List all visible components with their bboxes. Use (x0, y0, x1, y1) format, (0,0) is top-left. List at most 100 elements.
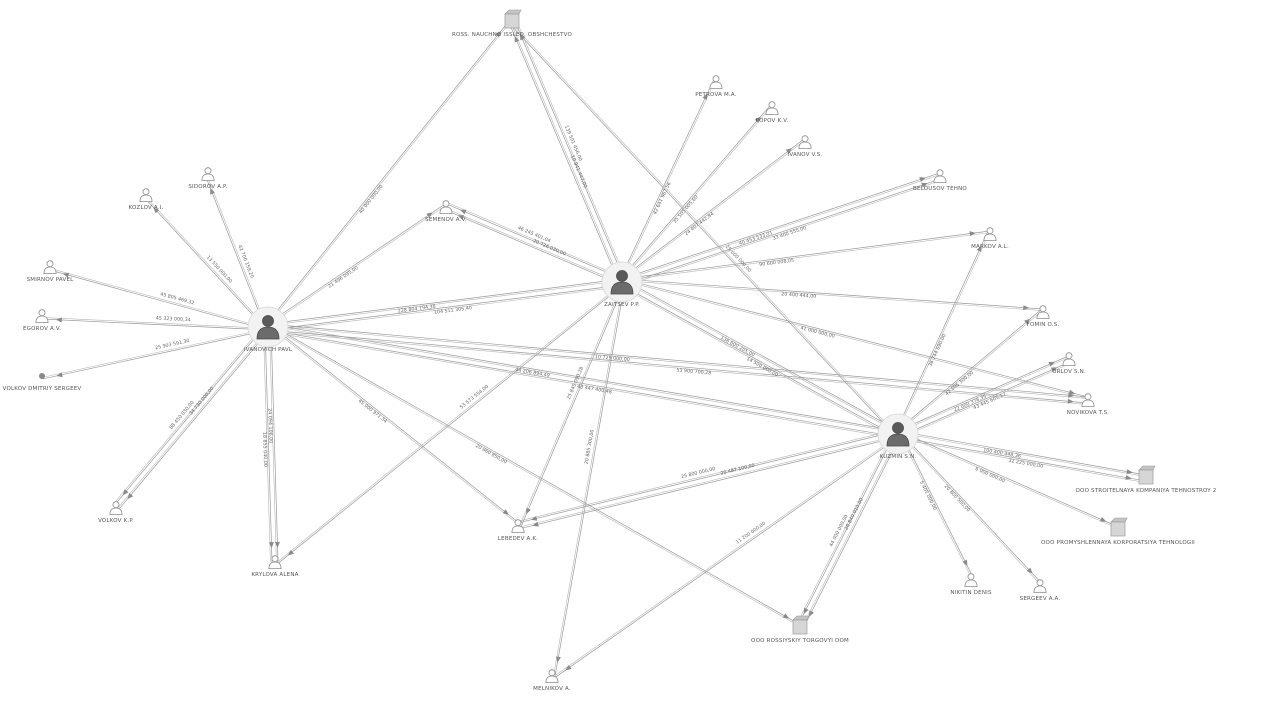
node-label: SIDOROV A.P. (188, 184, 227, 190)
edge-line (49, 269, 268, 331)
edge-line (267, 331, 898, 439)
hub-node[interactable]: IVANOVICH PAVL (244, 306, 293, 353)
node[interactable]: MARKOV A.L. (971, 227, 1009, 250)
node[interactable]: VOLKOV DMITRIY SERGEEV (3, 373, 82, 392)
node[interactable]: BELOUSOV TEHNO (913, 169, 967, 192)
node[interactable]: PETROVA M.A. (695, 75, 737, 98)
node[interactable]: FOMIN O.S. (1027, 305, 1060, 328)
edge-line (620, 81, 716, 282)
edge-arrowhead (921, 182, 928, 188)
edge-arrowhead (919, 177, 926, 182)
node-label: MARKOV A.L. (971, 244, 1009, 250)
edge-label: 25 800 000,00 (681, 466, 717, 480)
edge-label: 53 900 700,28 (676, 367, 711, 376)
edge-label: 25 000 000,00 (724, 244, 752, 274)
node-label: LEBEDEV A.K. (498, 536, 538, 542)
edge-line (267, 331, 1088, 405)
edge-line (622, 278, 1089, 398)
node-label: SERGEEV A.A. (1020, 596, 1061, 602)
edge-arrowhead (803, 607, 809, 615)
node[interactable]: NIKITIN DENIS (950, 573, 992, 596)
node[interactable]: SERGEEV A.A. (1020, 579, 1061, 602)
edge-label: 228 804 794,36 (398, 304, 437, 315)
edge-label: 20 800 500,00 (943, 484, 971, 514)
edge-line (276, 284, 625, 565)
building-icon (1110, 517, 1128, 537)
edge-line (800, 434, 900, 629)
person-icon (933, 169, 947, 183)
edge-label: 20 487 100,00 (720, 463, 756, 477)
edge-line (510, 22, 898, 436)
node[interactable]: LEBEDEV A.K. (498, 519, 538, 542)
node[interactable]: OOO STROITELNAYA KOMPANIYA TEHNOSTROY 2 (1076, 465, 1217, 494)
node[interactable]: VOLKOV K.P. (98, 501, 134, 524)
edge-arrowhead (702, 93, 708, 100)
edge-line (894, 232, 988, 433)
node[interactable]: NOVIKOVA T.S. (1067, 393, 1110, 416)
edge-line (802, 435, 901, 630)
edge-label: 18 855 040,00 (261, 432, 268, 467)
edge-line (510, 22, 621, 283)
edge-line (518, 436, 899, 530)
node[interactable]: EGOROV A.V. (23, 309, 61, 332)
node[interactable]: SEMENOV A.V. (425, 200, 467, 223)
node-label: ROSS. NAUCHNO ISSLED. OBSHCHESTVO (452, 32, 573, 38)
node-label: OOO STROITELNAYA KOMPANIYA TEHNOSTROY 2 (1076, 488, 1217, 494)
edge-line (899, 431, 1043, 585)
node-label: PETROVA M.A. (695, 92, 736, 98)
node-label: IVANOVICH PAVL (244, 347, 293, 353)
edge-arrowhead (460, 209, 467, 215)
edge-line (42, 329, 269, 380)
node[interactable]: IVANOV V.S. (788, 135, 823, 158)
edge-arrowhead (1048, 361, 1055, 367)
edge-line (621, 232, 990, 281)
edge-line (899, 361, 1071, 438)
edge-line (204, 174, 266, 329)
person-icon (439, 200, 453, 214)
dot-icon (39, 373, 45, 379)
edge-line (620, 106, 772, 282)
edge-arrowhead (519, 34, 526, 41)
person-icon (1033, 579, 1047, 593)
hub-node[interactable]: ZAITSEV P.P. (601, 261, 643, 308)
node-label: MELNIKOV A. (533, 686, 571, 692)
edge-arrowhead (1023, 305, 1030, 311)
edge-line (621, 174, 940, 281)
node[interactable]: SMIRNOV PAVEL (27, 260, 75, 283)
node[interactable]: ROSS. NAUCHNO ISSLED. OBSHCHESTVO (452, 9, 573, 38)
edge-arrowhead (782, 613, 790, 619)
edge-arrowhead (502, 509, 509, 515)
node[interactable]: SIDOROV A.P. (188, 167, 227, 190)
node[interactable]: KOZLOV A.I. (129, 188, 164, 211)
person-icon (964, 573, 978, 587)
node-label: ORLOV S.N. (1052, 369, 1086, 375)
node[interactable]: KRYLOVA ALENA (251, 555, 298, 578)
edge-line (623, 279, 900, 432)
node[interactable]: MELNIKOV A. (533, 669, 571, 692)
edge-label: 11 200 000,00 (735, 521, 767, 546)
edge-arrowhead (1068, 389, 1076, 395)
edge-line (42, 328, 269, 378)
edge-arrowhead (495, 31, 501, 38)
node[interactable]: OOO PROMYSHLENNAYA KORPORATSIYA TEHNOLOG… (1041, 517, 1195, 546)
person-icon (35, 309, 49, 323)
edge-line (621, 230, 990, 280)
node[interactable]: ORLOV S.N. (1052, 352, 1086, 375)
edge-line (509, 23, 897, 437)
person-icon (601, 261, 643, 303)
edge-line (622, 178, 942, 286)
edge-line (899, 430, 1120, 528)
node[interactable]: POPOV K.V. (756, 101, 789, 124)
hub-node[interactable]: KUZMIN S.N. (877, 413, 919, 460)
edge-line (269, 326, 277, 562)
edge-arrowhead (808, 610, 814, 617)
edge-arrowhead (55, 317, 62, 323)
node[interactable]: OOO ROSSIYSKIY TORGOVYI DOM (751, 615, 849, 644)
edge-line (269, 324, 521, 524)
edge-line (270, 326, 279, 562)
edge-line (623, 180, 942, 287)
edge-line (116, 327, 270, 510)
node-label: NIKITIN DENIS (950, 590, 992, 596)
edge-label: 10 725 000,00 (595, 354, 630, 363)
edge-arrowhead (457, 215, 465, 220)
